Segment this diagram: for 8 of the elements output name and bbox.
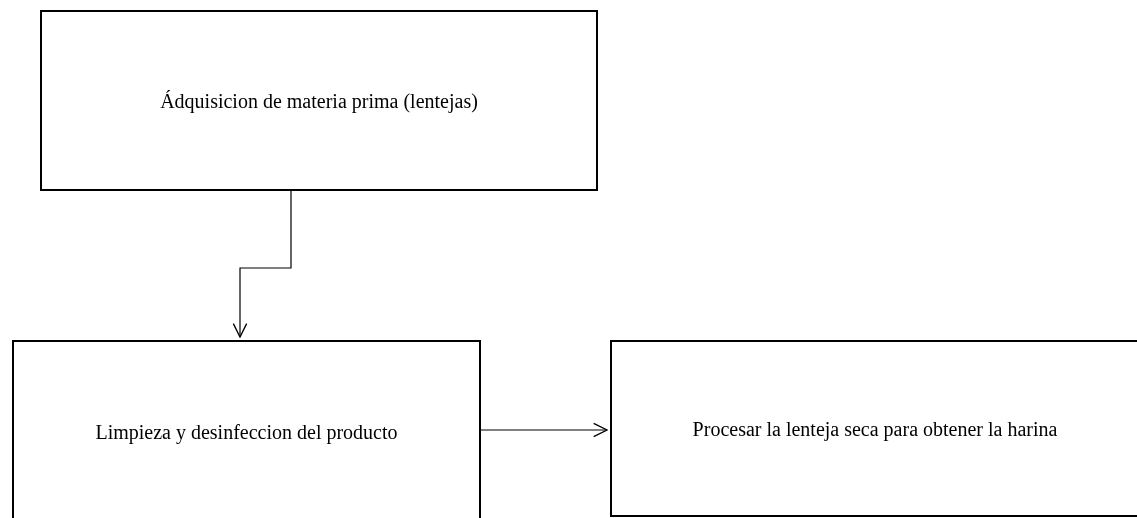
step-text: Limpieza y desinfeccion del producto <box>94 420 399 446</box>
process-box <box>610 340 1137 517</box>
step-text: Procesar la lenteja seca para obtener la harina <box>691 416 1059 443</box>
step-text: Ádquisicion de materia prima (lentejas) <box>159 88 479 115</box>
process-box <box>12 340 481 518</box>
process-box <box>40 10 598 191</box>
arrow <box>480 422 608 438</box>
arrow <box>232 190 292 338</box>
